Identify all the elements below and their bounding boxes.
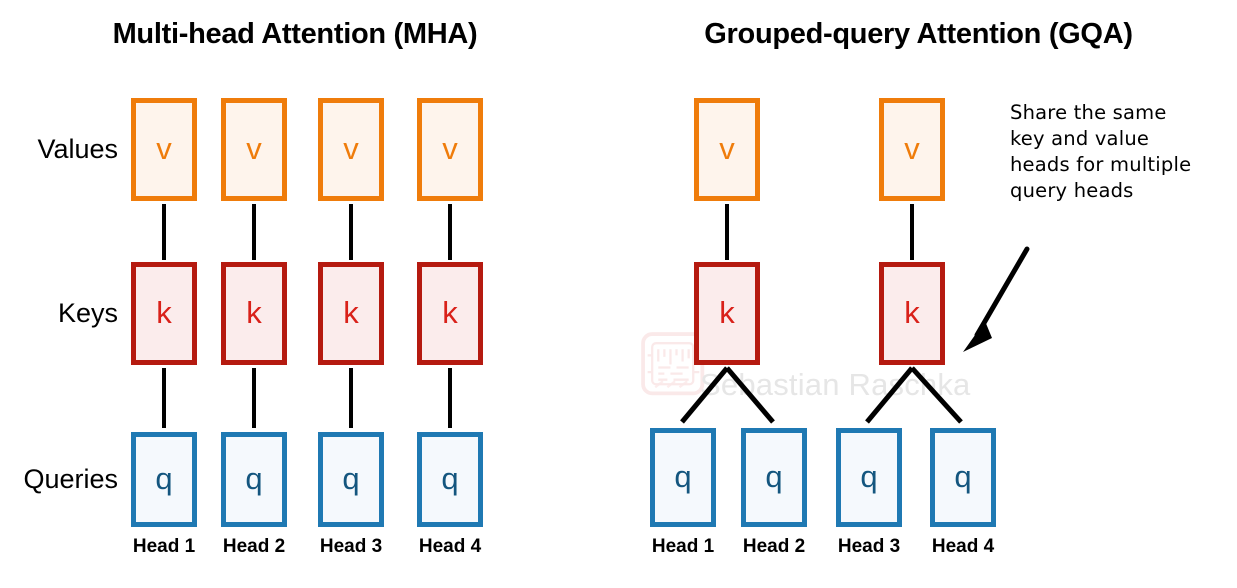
gqa-head-label-1: Head 1 [651, 536, 715, 557]
mha-panel-title: Multi-head Attention (MHA) [112, 18, 478, 50]
mha-value-box-4: v [417, 98, 483, 201]
mha-head-label-1: Head 1 [132, 536, 196, 557]
annotation-line-4: query heads [1010, 179, 1134, 202]
mha-connector-k-q-4 [448, 368, 452, 428]
row-label-queries: Queries [23, 464, 118, 494]
mha-connector-v-k-1 [162, 204, 166, 260]
mha-query-box-1: q [131, 432, 197, 527]
query-glyph: q [860, 459, 878, 494]
value-glyph: v [343, 131, 359, 166]
mha-connector-v-k-2 [252, 204, 256, 260]
mha-head-label-2: Head 2 [222, 536, 286, 557]
query-glyph: q [155, 461, 173, 496]
mha-head-label-3: Head 3 [319, 536, 383, 557]
mha-value-box-3: v [318, 98, 384, 201]
query-glyph: q [441, 461, 459, 496]
gqa-head-label-2: Head 2 [742, 536, 806, 557]
value-glyph: v [904, 131, 920, 166]
gqa-query-box-1: q [650, 428, 716, 527]
value-glyph: v [442, 131, 458, 166]
mha-value-box-2: v [221, 98, 287, 201]
value-glyph: v [246, 131, 262, 166]
mha-connector-k-q-1 [162, 368, 166, 428]
mha-query-box-3: q [318, 432, 384, 527]
gqa-head-label-4: Head 4 [931, 536, 995, 557]
query-glyph: q [954, 459, 972, 494]
gqa-connector-v-k-2 [910, 204, 914, 260]
key-glyph: k [904, 295, 920, 330]
key-glyph: k [156, 295, 172, 330]
key-glyph: k [442, 295, 458, 330]
gqa-query-box-2: q [741, 428, 807, 527]
gqa-value-box-2: v [879, 98, 945, 201]
mha-connector-v-k-4 [448, 204, 452, 260]
annotation-callout: Share the same key and value heads for m… [1010, 100, 1235, 204]
mha-connector-k-q-2 [252, 368, 256, 428]
gqa-head-label-3: Head 3 [837, 536, 901, 557]
mha-value-box-1: v [131, 98, 197, 201]
mha-key-box-1: k [131, 262, 197, 365]
key-glyph: k [343, 295, 359, 330]
annotation-line-3: heads for multiple [1010, 153, 1192, 176]
mha-query-box-2: q [221, 432, 287, 527]
watermark-label: Sebastian Raschka [700, 367, 971, 402]
mha-key-box-3: k [318, 262, 384, 365]
query-glyph: q [245, 461, 263, 496]
row-label-keys: Keys [57, 298, 118, 328]
query-glyph: q [342, 461, 360, 496]
annotation-line-2: key and value [1010, 127, 1150, 150]
mha-query-box-4: q [417, 432, 483, 527]
mha-connector-k-q-3 [349, 368, 353, 428]
gqa-connector-v-k-1 [725, 204, 729, 260]
gqa-value-box-1: v [694, 98, 760, 201]
value-glyph: v [719, 131, 735, 166]
annotation-arrow [963, 246, 1030, 352]
mha-key-box-2: k [221, 262, 287, 365]
mha-key-box-4: k [417, 262, 483, 365]
row-label-values: Values [37, 134, 118, 164]
gqa-key-box-1: k [694, 262, 760, 365]
mha-connector-v-k-3 [349, 204, 353, 260]
value-glyph: v [156, 131, 172, 166]
gqa-key-box-2: k [879, 262, 945, 365]
key-glyph: k [246, 295, 262, 330]
gqa-query-box-3: q [836, 428, 902, 527]
query-glyph: q [765, 459, 783, 494]
annotation-line-1: Share the same [1010, 101, 1167, 124]
key-glyph: k [719, 295, 735, 330]
mha-head-label-4: Head 4 [418, 536, 482, 557]
gqa-query-box-4: q [930, 428, 996, 527]
query-glyph: q [674, 459, 692, 494]
gqa-panel-title: Grouped-query Attention (GQA) [704, 18, 1133, 50]
